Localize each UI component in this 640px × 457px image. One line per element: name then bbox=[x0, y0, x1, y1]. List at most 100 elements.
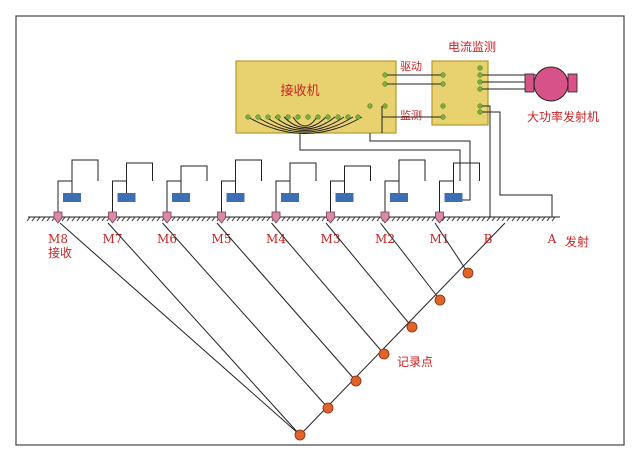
receiver-label: 接收机 bbox=[280, 83, 319, 99]
ground-hatch bbox=[171, 216, 176, 222]
ground-hatch bbox=[231, 216, 236, 222]
electrode-label: M1 bbox=[430, 232, 450, 246]
ground-hatch bbox=[246, 216, 251, 222]
receiver-loop bbox=[292, 116, 318, 127]
ray-line-b bbox=[299, 222, 506, 436]
ground-hatch bbox=[151, 216, 156, 222]
ground-hatch bbox=[46, 216, 51, 222]
sensor-m4 bbox=[281, 193, 299, 202]
ray-line bbox=[434, 222, 469, 274]
receiver-loop bbox=[283, 116, 327, 128]
ground-hatch bbox=[406, 216, 411, 222]
terminal-dot bbox=[477, 103, 483, 109]
ground-hatch bbox=[546, 216, 551, 222]
sensor-m5 bbox=[226, 193, 245, 202]
ground-hatch bbox=[536, 216, 541, 222]
ground-hatch bbox=[146, 216, 151, 222]
ground-hatch bbox=[461, 216, 466, 222]
current-monitor-label: 电流监测 bbox=[448, 40, 496, 54]
terminal-dot bbox=[477, 109, 483, 115]
terminal-dot bbox=[245, 114, 251, 120]
ground-hatch bbox=[341, 216, 346, 222]
ground-hatch bbox=[206, 216, 211, 222]
sensor-cable bbox=[344, 165, 371, 181]
terminal-dot bbox=[285, 114, 291, 120]
ground-hatch bbox=[471, 216, 476, 222]
ground-hatch bbox=[361, 216, 366, 222]
ground-hatch bbox=[291, 216, 296, 222]
ground-hatch bbox=[96, 216, 101, 222]
ground-hatch bbox=[41, 216, 46, 222]
record-point bbox=[294, 429, 306, 441]
sensor-m1 bbox=[444, 193, 463, 202]
sensor-bracket bbox=[166, 180, 182, 212]
ground-hatch bbox=[316, 216, 321, 222]
electrode-m2 bbox=[380, 211, 390, 224]
sensor-cable bbox=[126, 162, 153, 181]
terminal-dot bbox=[275, 114, 281, 120]
terminal-dot bbox=[355, 114, 361, 120]
electrode-label: M6 bbox=[157, 232, 177, 246]
ground-hatch bbox=[301, 216, 306, 222]
ground-hatch bbox=[91, 216, 96, 222]
ground-hatch bbox=[371, 216, 376, 222]
record-point bbox=[462, 267, 474, 279]
ground-hatch bbox=[296, 216, 301, 222]
ground-hatch bbox=[196, 216, 201, 222]
receiver-loop bbox=[274, 116, 336, 130]
ground-hatch bbox=[26, 216, 31, 222]
electrode-m1 bbox=[435, 211, 444, 224]
sensor-bracket bbox=[57, 180, 73, 212]
terminal-dot bbox=[335, 114, 341, 120]
sensor-m3 bbox=[335, 193, 354, 202]
terminal-dot bbox=[477, 65, 483, 71]
ground-hatch bbox=[36, 216, 41, 222]
ground-hatch bbox=[101, 216, 106, 222]
receiver-loop bbox=[247, 116, 363, 134]
monitor-label: 监测 bbox=[400, 109, 422, 122]
ray-line bbox=[325, 222, 413, 328]
ground-hatch bbox=[541, 216, 546, 222]
ground-hatch bbox=[176, 216, 181, 222]
ground-hatch bbox=[531, 216, 536, 222]
ground-hatch bbox=[431, 216, 436, 222]
motor-end-left bbox=[524, 73, 535, 93]
ground-hatch bbox=[351, 216, 356, 222]
ground-hatch bbox=[466, 216, 471, 222]
ground-hatch bbox=[521, 216, 526, 222]
record-point bbox=[378, 348, 390, 360]
sensor-bracket bbox=[221, 180, 236, 212]
ground-hatch bbox=[281, 216, 286, 222]
drive-label: 驱动 bbox=[400, 60, 422, 73]
ground-hatch bbox=[426, 216, 431, 222]
electrode-m6 bbox=[162, 211, 172, 224]
motor-end-right bbox=[567, 73, 578, 93]
ground-hatch bbox=[486, 216, 491, 222]
sensor-bracket bbox=[112, 180, 127, 212]
terminal-dot bbox=[382, 72, 388, 78]
electrode-m7 bbox=[108, 211, 117, 224]
electrode-label: M3 bbox=[321, 232, 341, 246]
ground-hatch bbox=[211, 216, 216, 222]
outer-frame bbox=[15, 15, 625, 446]
electrode-m4 bbox=[271, 211, 281, 224]
ground-hatch bbox=[156, 216, 161, 222]
ground-hatch bbox=[121, 216, 126, 222]
electrode-label: M5 bbox=[212, 232, 232, 246]
ray-line bbox=[271, 222, 385, 355]
wire-to-a bbox=[480, 111, 553, 217]
ground-hatch bbox=[31, 216, 36, 222]
sensor-bracket bbox=[384, 180, 400, 212]
ground-hatch bbox=[336, 216, 341, 222]
ground-hatch bbox=[306, 216, 311, 222]
ground-hatch bbox=[71, 216, 76, 222]
ground-hatch bbox=[311, 216, 316, 222]
current-monitor-box bbox=[431, 60, 489, 126]
wire-to-b bbox=[480, 105, 491, 217]
receiver-bundle bbox=[299, 133, 461, 181]
ground-hatch bbox=[181, 216, 186, 222]
ray-line bbox=[107, 222, 301, 436]
sensor-m8 bbox=[63, 193, 81, 202]
ground-hatch bbox=[441, 216, 446, 222]
electrode-m5 bbox=[217, 211, 226, 224]
